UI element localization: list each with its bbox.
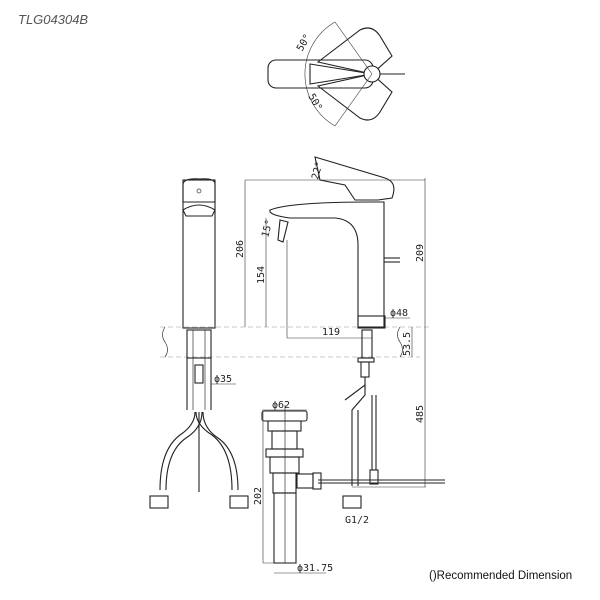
thread-label: G1/2 <box>345 515 369 526</box>
tail-diameter-label: ϕ31.75 <box>297 563 333 574</box>
pop-up-drain: ϕ62 202 ϕ31.75 <box>253 400 333 574</box>
model-number: TLG04304B <box>18 12 89 27</box>
recommended-dimension-note: ()Recommended Dimension <box>429 570 573 582</box>
below-counter-label: 485 <box>415 405 426 423</box>
top-view: 50° 50° <box>267 21 405 127</box>
angle-top-label: 50° <box>295 32 314 53</box>
drain-diameter-label: ϕ62 <box>272 400 290 411</box>
angle-bottom-label: 50° <box>305 92 324 113</box>
shank-diameter-label: ϕ35 <box>214 374 232 385</box>
spout-reach-label: 119 <box>322 327 340 338</box>
drain-length-label: 202 <box>253 487 264 505</box>
dimension-lines: 206 154 209 485 119 ϕ48 53.5 <box>235 178 426 488</box>
spout-angle-label: 15° <box>260 218 275 238</box>
front-view: 22° 15° G1/2 <box>260 156 445 526</box>
height-right-label: 209 <box>415 244 426 262</box>
spout-height-label: 154 <box>256 266 267 284</box>
counter-thickness-label: 53.5 <box>402 332 413 356</box>
side-view: ϕ35 <box>149 178 249 509</box>
base-diameter-label: ϕ48 <box>390 308 408 319</box>
countertop <box>160 326 430 358</box>
handle-angle-label: 22° <box>310 160 325 180</box>
height-total-label: 206 <box>235 240 246 258</box>
